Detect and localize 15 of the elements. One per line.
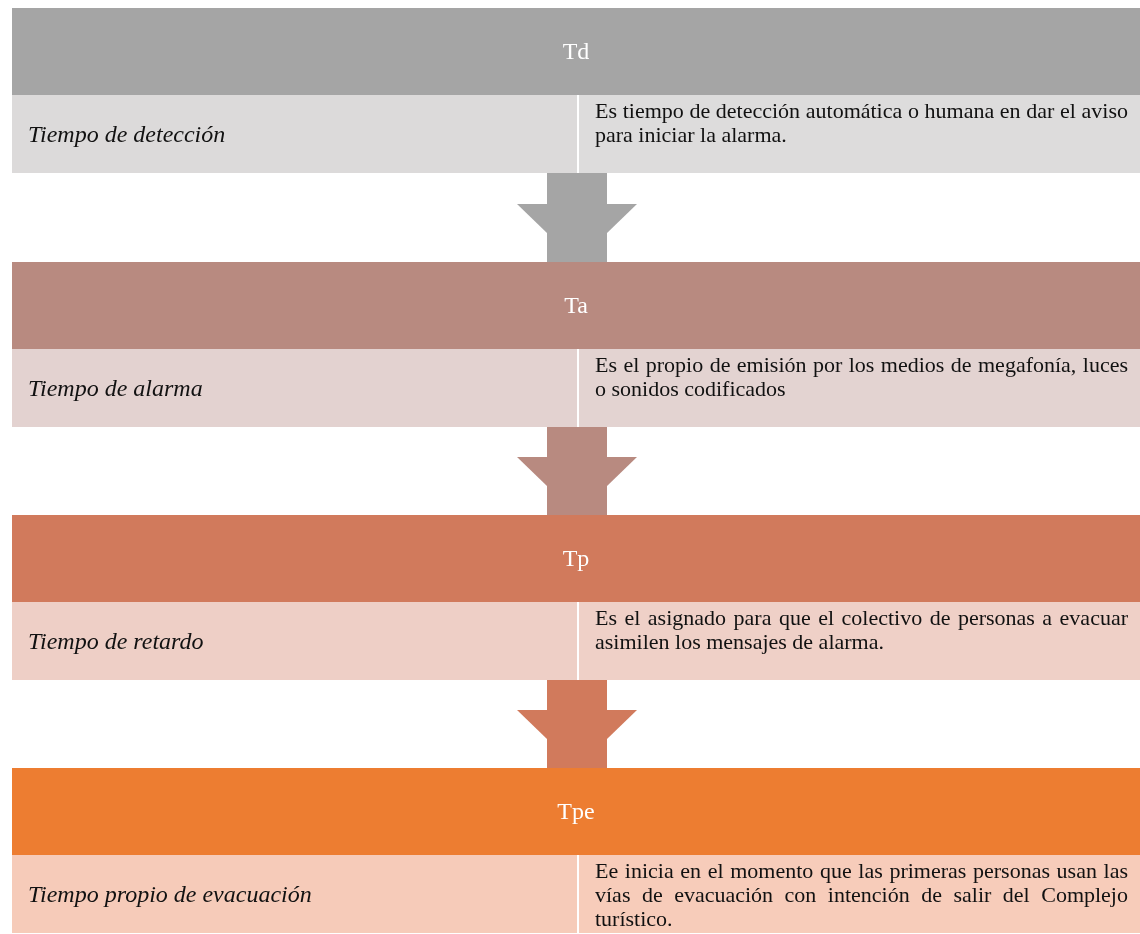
stage-band: Ta: [12, 262, 1140, 349]
stage-name: Tiempo propio de evacuación: [12, 855, 577, 933]
stage-name: Tiempo de alarma: [12, 349, 577, 427]
stage-description: Ee inicia en el momento que las primeras personas usan las vías de evacuación con intención de salir del Complejo turístico.: [577, 855, 1140, 933]
arrow: [517, 173, 637, 262]
arrow: [517, 427, 637, 515]
stage-name: Tiempo de retardo: [12, 602, 577, 680]
stage-description: Es tiempo de detección automática o humana en dar el aviso para iniciar la alarma.: [577, 95, 1140, 173]
stage-band: Td: [12, 8, 1140, 95]
stage-name: Tiempo de detección: [12, 95, 577, 173]
stage-band: Tp: [12, 515, 1140, 602]
stage-description: Es el asignado para que el colectivo de personas a evacuar asimilen los mensajes de alarma.: [577, 602, 1140, 680]
arrow: [517, 680, 637, 768]
stage-description: Es el propio de emisión por los medios de megafonía, luces o sonidos codificados: [577, 349, 1140, 427]
stage-band: Tpe: [12, 768, 1140, 855]
